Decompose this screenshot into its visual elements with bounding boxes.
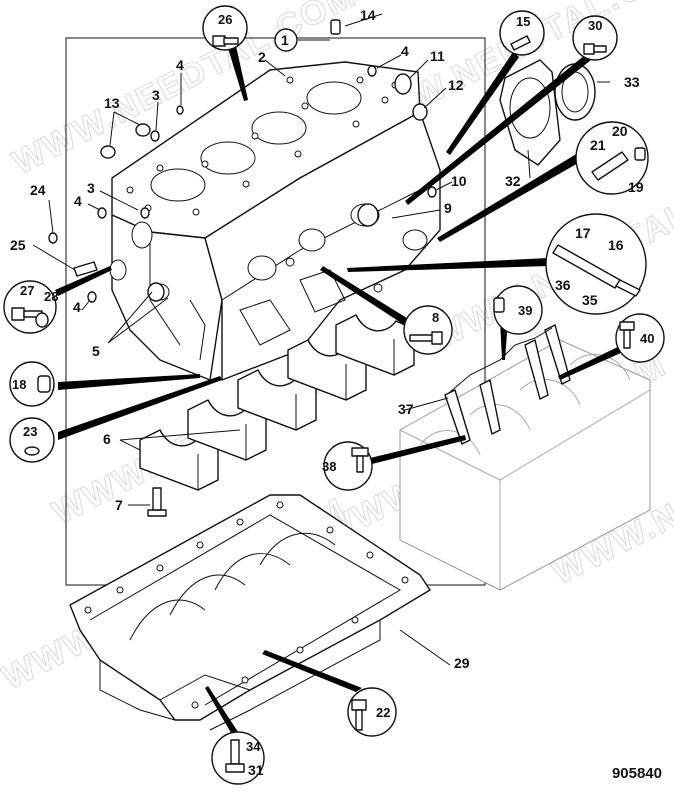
label-4: 4 (74, 193, 82, 209)
callout-8[interactable] (403, 305, 453, 355)
label-16: 16 (608, 237, 624, 253)
reference-number: 905840 (611, 765, 662, 782)
dowel-icon (330, 19, 341, 35)
callout-26-number: 26 (218, 12, 232, 27)
cylinder-block (109, 61, 441, 381)
label-6: 6 (103, 431, 111, 447)
label-1: 1 (281, 32, 289, 48)
callout-23[interactable] (9, 417, 55, 463)
bolt-icon (225, 739, 245, 773)
plug-icon (493, 297, 505, 313)
callout-23-number: 23 (23, 424, 37, 439)
label-19: 19 (628, 179, 644, 195)
small-parts (48, 19, 437, 517)
part-labels: 1 2 3 3 4 4 4 4 5 6 7 9 10 11 12 13 14 1… (10, 7, 644, 778)
jet-icon (591, 151, 629, 181)
label-3: 3 (87, 180, 95, 196)
bolt-icon (351, 447, 369, 473)
label-2: 2 (258, 49, 266, 65)
label-7: 7 (115, 497, 123, 513)
callout-40-number: 40 (640, 331, 654, 346)
bolt-icon (409, 331, 443, 345)
label-24: 24 (30, 182, 46, 198)
label-10: 10 (451, 173, 467, 189)
label-35: 35 (582, 292, 598, 308)
callout-8-number: 8 (432, 310, 439, 325)
label-21: 21 (590, 137, 606, 153)
label-17: 17 (575, 225, 591, 241)
label-12: 12 (448, 77, 464, 93)
leader-lines (32, 13, 632, 738)
label-3: 3 (152, 87, 160, 103)
callout-34-number: 30 (588, 18, 602, 33)
bolt-icon (11, 307, 43, 321)
label-36: 36 (555, 277, 571, 293)
label-11: 11 (430, 48, 445, 64)
bolt-icon (212, 35, 239, 47)
bolt-icon (583, 43, 607, 55)
label-32: 32 (505, 173, 521, 189)
label-33: 33 (624, 74, 640, 90)
callout-bubbles[interactable]: 26 15 30 27 28 8 18 23 (3, 5, 665, 785)
washer-icon (35, 312, 49, 328)
callout-28-number: 28 (44, 289, 58, 304)
label-37: 37 (398, 401, 414, 417)
callout-18-number: 18 (12, 377, 26, 392)
label-4: 4 (176, 57, 184, 73)
callout-30-number: 34 (246, 739, 261, 754)
label-13: 13 (104, 95, 120, 111)
label-14: 14 (360, 7, 376, 23)
dowel-icon (510, 35, 531, 51)
callout-27-number: 27 (20, 283, 34, 298)
bolt-icon (351, 699, 367, 731)
callout-38-number: 38 (322, 459, 336, 474)
callout-22-number: 22 (376, 705, 390, 720)
main-bearing-caps (139, 314, 415, 491)
callout-39-number: 39 (518, 303, 532, 318)
washer-icon (24, 446, 40, 456)
label-1-circle (274, 28, 298, 52)
callout-15-number: 15 (516, 14, 530, 29)
label-4: 4 (401, 43, 409, 59)
ghost-block-reference (399, 339, 651, 591)
label-5: 5 (92, 343, 100, 359)
label-4: 4 (73, 299, 81, 315)
label-9: 9 (444, 200, 452, 216)
oil-sump (69, 494, 431, 731)
jet-icon (552, 244, 621, 289)
bolt-icon (619, 321, 635, 349)
bolt-icon (147, 487, 167, 517)
plug-icon (37, 375, 51, 393)
label-31: 31 (248, 762, 264, 778)
callout-18[interactable] (9, 361, 55, 407)
label-20: 20 (612, 123, 628, 139)
assembly-frame (65, 37, 486, 586)
label-29: 29 (454, 655, 470, 671)
label-25: 25 (10, 237, 26, 253)
